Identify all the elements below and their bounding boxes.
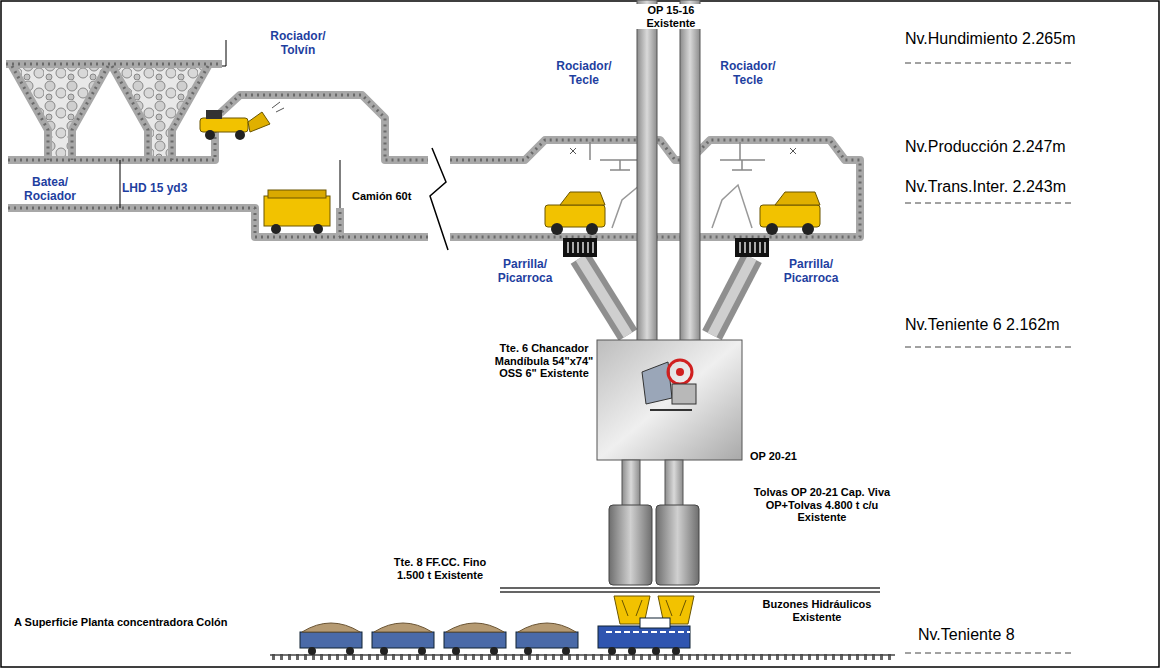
wheel [308, 647, 316, 655]
wagon [444, 632, 506, 648]
level-label: Nv.Teniente 6 2.162m [905, 316, 1059, 334]
level-label: Nv.Producción 2.247m [905, 138, 1066, 156]
ore-pass-label: OP 15-16 Existente [631, 4, 711, 29]
wheel [418, 647, 426, 655]
bin-label: Tolvas OP 20-21 Cap. Viva OP+Tolvas 4.80… [752, 486, 892, 524]
level-label: Nv.Hundimiento 2.265m [905, 30, 1075, 48]
equipment-label: Rociador/ Tecle [548, 60, 620, 88]
ore-load [518, 623, 576, 632]
equipment-label: Parrilla/ Picarroca [488, 258, 562, 286]
equipment-label: LHD 15 yd3 [122, 182, 187, 196]
ore-pass-label: OP 20-21 [750, 450, 797, 463]
crusher-label: Tte. 6 Chancador Mandíbula 54"x74" OSS 6… [494, 342, 594, 380]
wagon [516, 632, 578, 648]
wheel [452, 647, 460, 655]
equipment-label: Batea/ Rociador [14, 176, 86, 204]
level-label: Nv.Teniente 8 [918, 626, 1015, 644]
wheel [562, 647, 570, 655]
destination-label: A Superficie Planta concentradora Colón [14, 616, 228, 629]
wheel [380, 647, 388, 655]
equipment-label: Rociador/ Tolvín [262, 30, 334, 58]
chute-label: Buzones Hidráulicos Existente [752, 598, 882, 623]
wagon [372, 632, 434, 648]
level-label: Nv.Trans.Inter. 2.243m [905, 178, 1066, 196]
ore-load [374, 623, 432, 632]
equipment-label: Rociador/ Tecle [712, 60, 784, 88]
ore-load [302, 623, 360, 632]
wagon [300, 632, 362, 648]
railway-label: Tte. 8 FF.CC. Fino 1.500 t Existente [384, 556, 496, 581]
wheel [524, 647, 532, 655]
equipment-label: Parrilla/ Picarroca [774, 258, 848, 286]
wheel [490, 647, 498, 655]
equipment-label: Camión 60t [352, 190, 411, 203]
wheel [346, 647, 354, 655]
ore-load [446, 623, 504, 632]
